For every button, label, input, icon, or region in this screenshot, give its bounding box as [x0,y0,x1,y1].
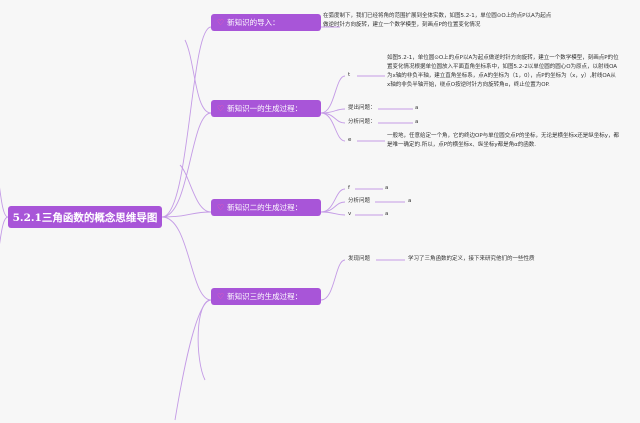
branch-node-knowledge-1[interactable]: ♡ 新知识一的生成过程： [211,100,321,117]
item-key: t [348,72,351,78]
root-node[interactable]: 5.2.1三角函数的概念思维导图 [8,206,162,228]
item-value: a [408,198,412,204]
branch-node-intro[interactable]: ♡ 新知识的导入： [211,14,321,31]
item-key: 提出问题： [348,105,376,111]
item-text: 如图5.2-1，单位圆⊙O上的点P以A为起点做逆时针方向旋转，建立一个数学模型，… [387,55,619,88]
branch-label: 新知识的导入： [227,18,280,27]
branch-label: 新知识一的生成过程： [227,104,303,113]
item-key: 发现问题 [348,256,371,262]
item-value: a [385,211,389,217]
item-key: 分析问题： [348,119,376,125]
heart-icon: ♡ [217,292,225,301]
intro-text: 在弧度制下，我们已经将角的范围扩展到全体实数，如图5.2-1，单位圆⊙O上的点P… [323,13,552,28]
heart-icon: ♡ [217,104,225,113]
item-text: 学习了三角函数的定义，接下来研究他们的一些性质 [408,256,535,262]
item-value: a [385,185,389,191]
item-key: 分析问题 [348,198,371,204]
heart-icon: ♡ [217,203,225,212]
branch-label: 新知识二的生成过程： [227,203,303,212]
item-value: a [415,119,419,125]
item-key: v [348,211,352,217]
heart-icon: ♡ [217,18,225,27]
item-text: 一般地，任意给定一个角，它的终边OP与单位圆交点P的坐标，无论是横坐标x还是纵坐… [387,133,619,148]
branch-node-knowledge-3[interactable]: ♡ 新知识三的生成过程： [211,288,321,305]
item-key: e [348,137,352,143]
branch-node-knowledge-2[interactable]: ♡ 新知识二的生成过程： [211,199,321,216]
branch-label: 新知识三的生成过程： [227,292,303,301]
item-key: f [348,185,350,191]
item-value: a [415,105,419,111]
